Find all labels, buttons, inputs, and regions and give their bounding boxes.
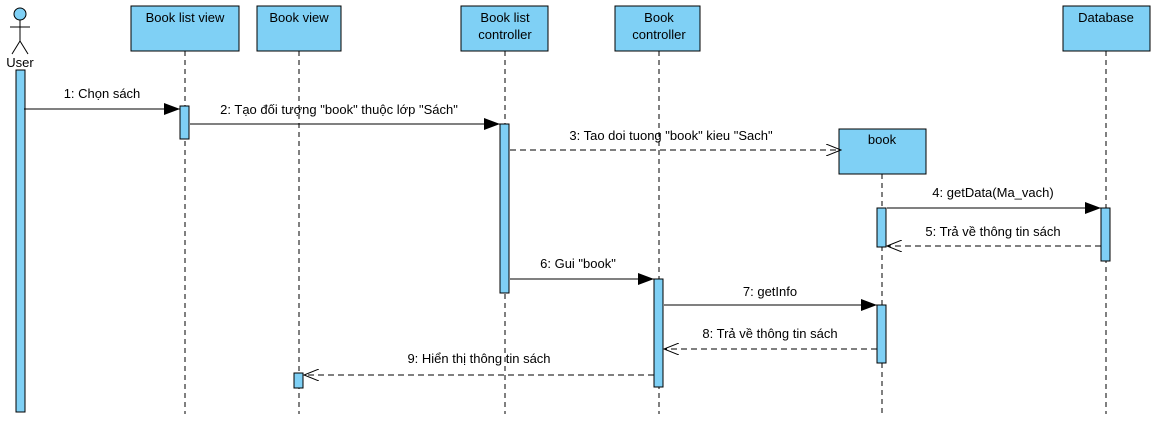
activation-book-view (293, 372, 304, 389)
participant-label: Book view (269, 10, 329, 25)
message-label: 9: Hiển thị thông tin sách (407, 351, 550, 366)
participant-book-list-view: Book list view (130, 5, 240, 52)
message-label: 6: Gui "book" (540, 256, 616, 271)
activation-book (876, 207, 887, 248)
message-2: 2: Tạo đối tượng "book" thuộc lớp "Sách" (190, 102, 500, 130)
participant-label: Book list view (146, 10, 225, 25)
message-label: 5: Trả về thông tin sách (925, 224, 1060, 239)
participant-database: Database (1062, 5, 1151, 52)
participant-box (614, 5, 701, 52)
message-label: 8: Trả về thông tin sách (702, 326, 837, 341)
activation-user (15, 69, 26, 413)
activation-book-list-controller (499, 123, 510, 294)
activation-database (1100, 207, 1111, 262)
message-8: 8: Trả về thông tin sách (664, 326, 877, 349)
participant-label: book (868, 132, 897, 147)
activation-book (876, 304, 887, 364)
message-9: 9: Hiển thị thông tin sách (304, 351, 654, 375)
participant-box (1062, 5, 1151, 52)
participant-box (130, 5, 240, 52)
participant-box (460, 5, 549, 52)
message-4: 4: getData(Ma_vach) (887, 185, 1101, 214)
participant-box (838, 128, 927, 175)
message-6: 6: Gui "book" (510, 256, 654, 285)
message-5: 5: Trả về thông tin sách (887, 224, 1101, 246)
participant-book-view: Book view (256, 5, 342, 52)
message-label: 7: getInfo (743, 284, 797, 299)
participant-box (256, 5, 342, 52)
activation-book-controller (653, 278, 664, 388)
message-label: 4: getData(Ma_vach) (932, 185, 1053, 200)
participant-label: Database (1078, 10, 1134, 25)
activation-book-list-view (179, 105, 190, 140)
user-icon (10, 7, 30, 55)
message-1: 1: Chọn sách (24, 86, 180, 115)
actor-user: User (6, 7, 34, 70)
message-label: 1: Chọn sách (64, 86, 141, 101)
participant-book: book (838, 128, 927, 175)
message-7: 7: getInfo (664, 284, 877, 311)
actor-label: User (6, 55, 34, 70)
message-3: 3: Tao doi tuong "book" kieu "Sach" (510, 128, 841, 150)
message-label: 2: Tạo đối tượng "book" thuộc lớp "Sách" (220, 102, 458, 117)
message-label: 3: Tao doi tuong "book" kieu "Sach" (569, 128, 773, 143)
